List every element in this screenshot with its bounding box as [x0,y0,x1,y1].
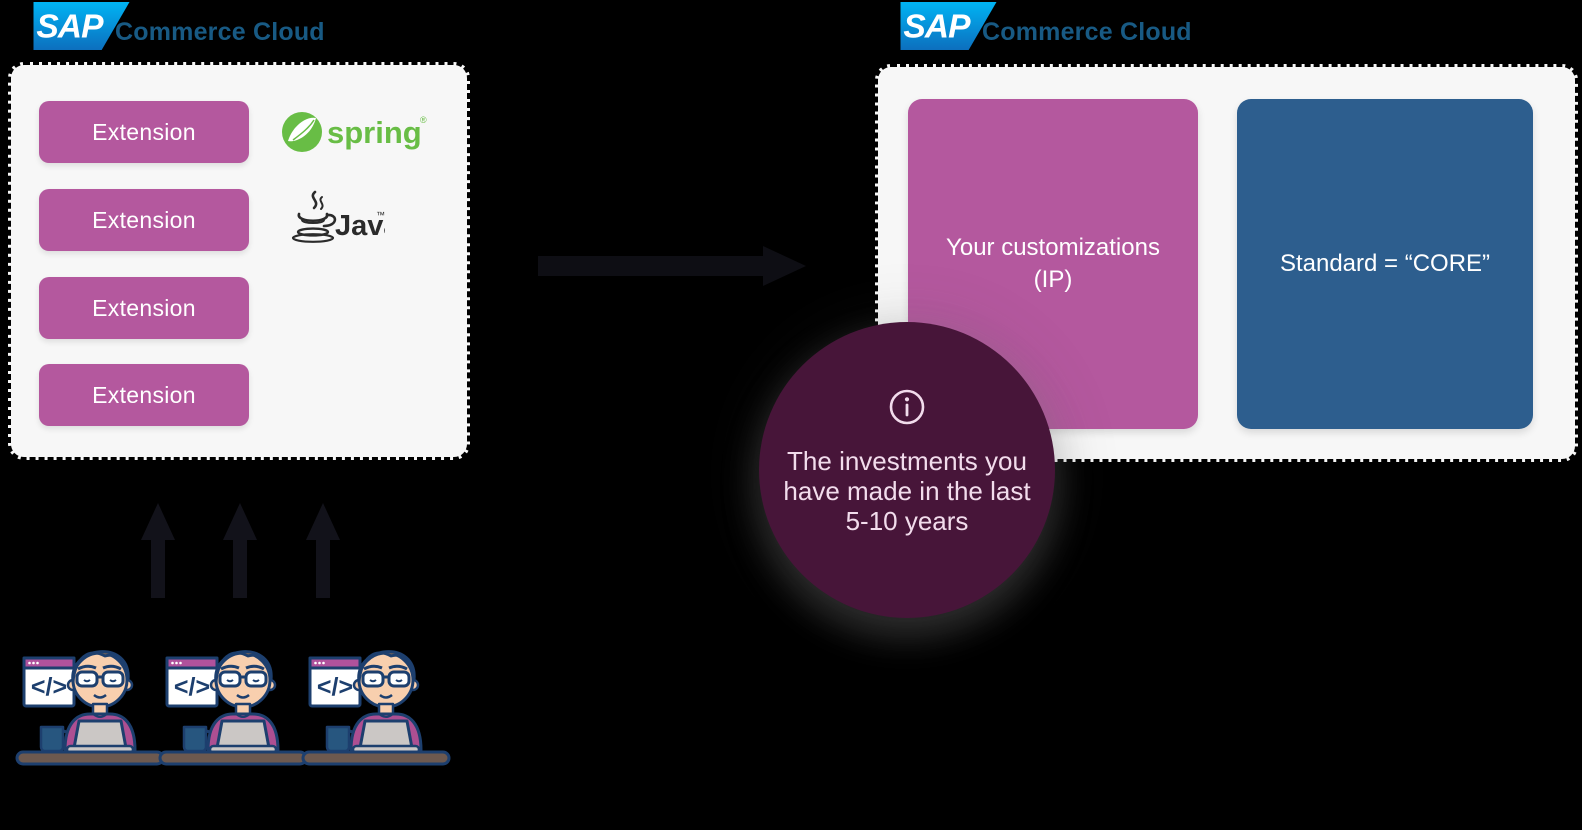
coffee-mug-icon [182,725,208,753]
java-cup-icon [291,190,337,243]
developer-hair [71,650,130,684]
spring-logo: spring ® [282,112,427,152]
extension-pill: Extension [39,277,249,339]
brand-product-label: Commerce Cloud [982,18,1192,46]
desk [15,750,165,766]
customizations-label-line1: Your customizations [946,234,1160,261]
java-logo-text: Java [335,210,385,242]
spring-registered-mark: ® [420,115,427,125]
up-arrow-icon [141,503,340,598]
extension-label: Extension [92,381,196,408]
standard-core-box: Standard = “CORE” [1237,99,1533,429]
tooltip-text-line: The investments you [787,445,1027,476]
extension-label: Extension [92,118,196,145]
coffee-mug-icon [325,725,351,753]
brand-product-label: Commerce Cloud [115,18,325,46]
laptop-icon [72,719,128,750]
sap-commerce-brand-right: SAP Commerce Cloud [900,2,1192,52]
desk [301,750,451,766]
extension-pill: Extension [39,364,249,426]
desk [158,750,308,766]
coffee-mug-icon [39,725,65,753]
sap-logo-icon: SAP [33,2,130,50]
sap-logo-text: SAP [36,9,104,46]
info-icon [887,387,927,432]
glasses-icon [361,670,385,688]
code-glyph: </> [174,673,210,701]
extensions-panel: Extension Extension Extension Extension … [8,62,470,460]
laptop-icon [215,719,271,750]
glasses-icon [75,670,99,688]
sap-logo-icon: SAP [900,2,997,50]
code-glyph: </> [31,673,67,701]
customizations-label-line2: (IP) [1033,266,1073,293]
right-arrow-icon [538,246,806,286]
left-to-right-arrow [538,246,806,286]
extension-pill: Extension [39,189,249,251]
tooltip-text-line: 5-10 years [845,505,969,536]
sap-commerce-brand-left: SAP Commerce Cloud [33,2,325,52]
laptop-icon [358,719,414,750]
extension-pill: Extension [39,101,249,163]
extension-label: Extension [92,206,196,233]
developer-illustration: </> [158,650,308,766]
tooltip-text-line: have made in the last [783,475,1031,506]
glasses-icon [218,670,242,688]
code-glyph: </> [317,673,353,701]
spring-logo-text: spring [327,115,422,150]
standard-core-label: Standard = “CORE” [1279,250,1491,277]
java-trademark: ™ [376,210,385,220]
developers-to-extensions-arrows [141,503,340,598]
java-logo: Java ™ [291,190,385,243]
developer-hair [214,650,273,684]
sap-logo-text: SAP [903,9,971,46]
developer-illustration: </> [301,650,451,766]
extension-label: Extension [92,294,196,321]
investments-tooltip: The investments you have made in the las… [759,322,1055,618]
developer-illustration: </> [15,650,165,766]
developer-hair [357,650,416,684]
